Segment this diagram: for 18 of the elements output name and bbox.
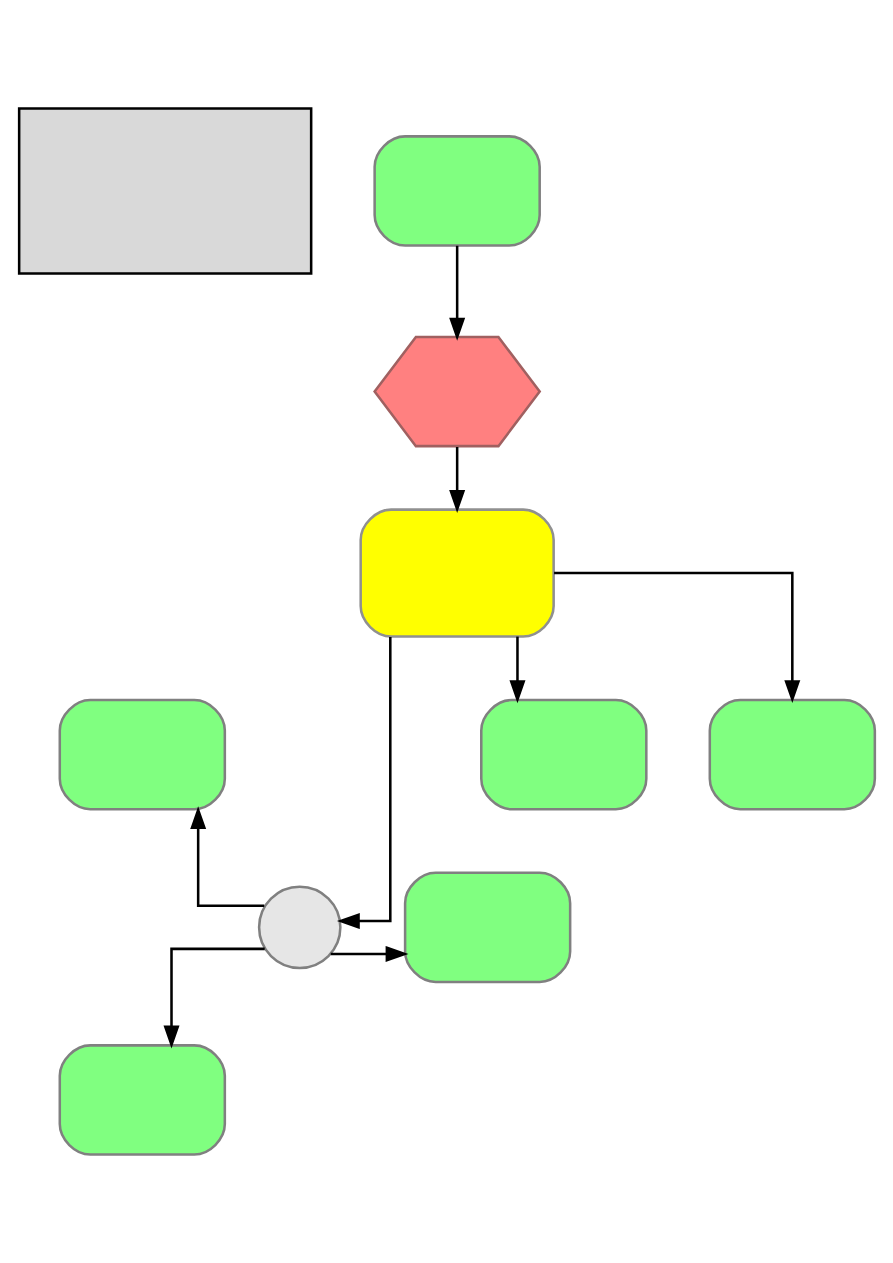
- node-box: [358, 508, 555, 638]
- node-box: [372, 135, 541, 247]
- arrow: [330, 945, 408, 962]
- node-hexagon: [372, 335, 541, 448]
- node-circle: [257, 885, 342, 970]
- arrow: [189, 806, 264, 907]
- node-box: [708, 698, 876, 811]
- arrow: [336, 636, 392, 929]
- node-box: [58, 1044, 226, 1156]
- arrow: [508, 636, 525, 704]
- node-box: [479, 698, 648, 811]
- node-box: [58, 698, 226, 811]
- node-box: [17, 107, 312, 275]
- arrow: [553, 571, 800, 704]
- arrow: [448, 245, 465, 341]
- arrow: [448, 447, 465, 513]
- node-box: [403, 871, 571, 984]
- arrow: [163, 947, 265, 1049]
